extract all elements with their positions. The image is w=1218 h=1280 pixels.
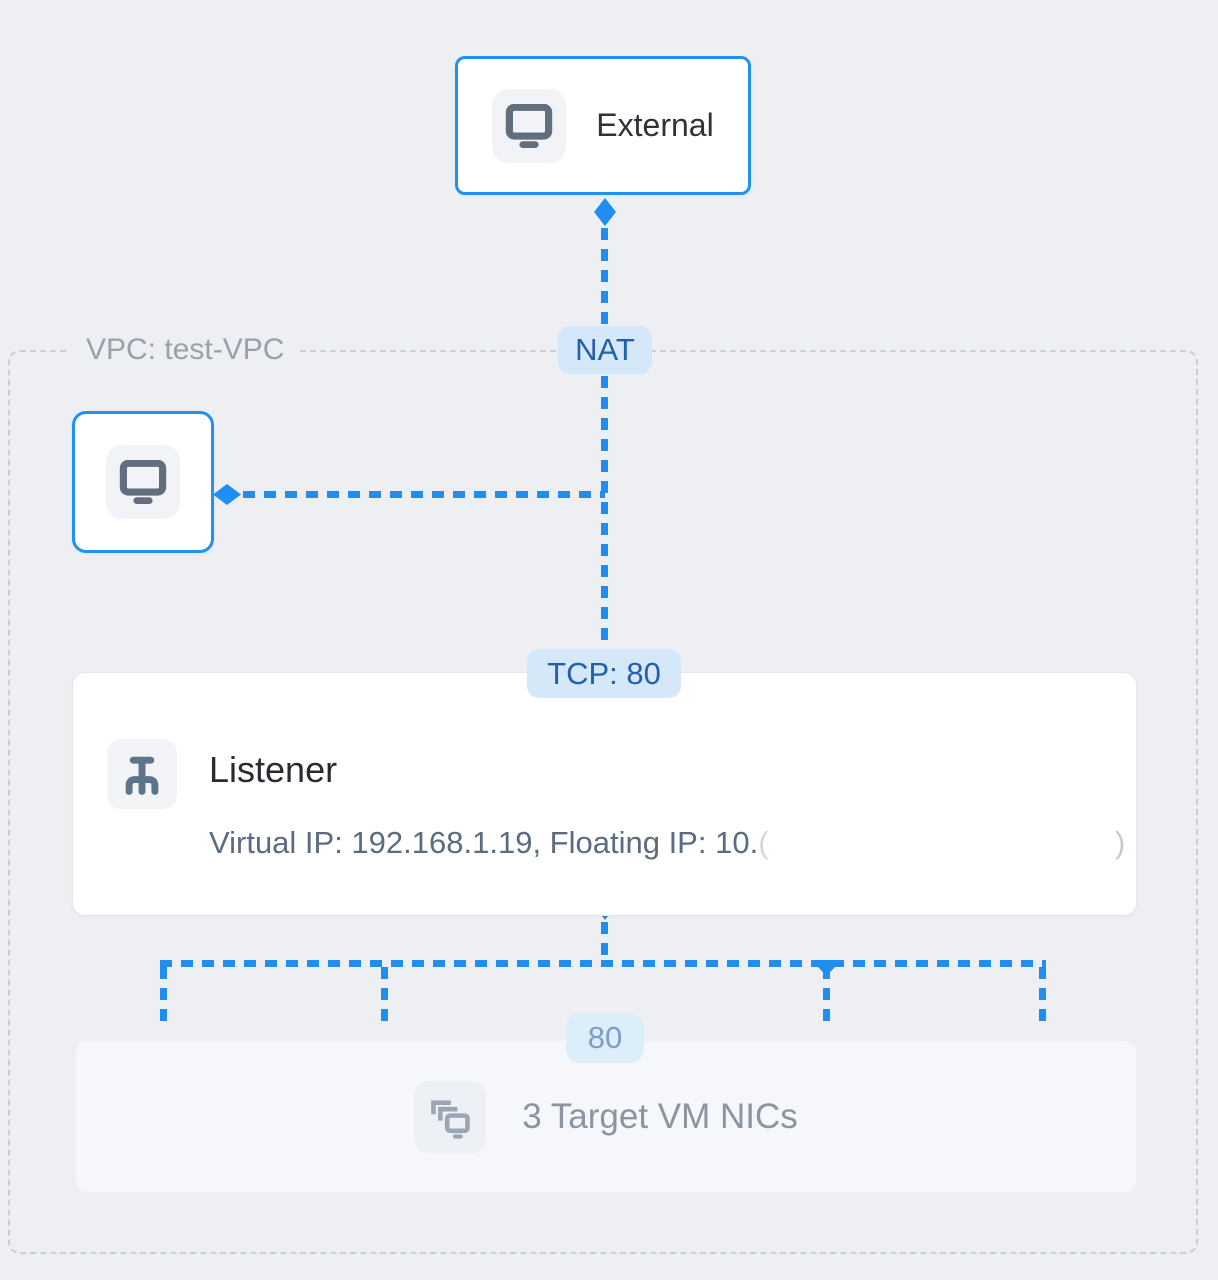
edge-external-to-nat <box>601 228 608 328</box>
listener-paren-close: ) <box>1115 825 1126 860</box>
edge-branch-drop-1 <box>160 967 167 1022</box>
client-vm-node[interactable] <box>72 411 214 553</box>
external-node-label: External <box>596 107 714 143</box>
listener-title: Listener <box>209 749 338 790</box>
stacked-vm-nics-icon <box>431 1099 470 1139</box>
edge-branch-drop-2 <box>381 967 388 1022</box>
listener-icon-container <box>107 739 177 809</box>
arrow-left-to-client-icon <box>213 484 241 505</box>
listener-node[interactable]: Listener Virtual IP: 192.168.1.19, Float… <box>72 672 1137 916</box>
edge-branch-drop-3 <box>823 967 830 1022</box>
nat-edge-badge: NAT <box>558 326 652 374</box>
listener-paren-open: ( <box>758 825 769 860</box>
edge-branch-horizontal <box>160 960 1046 967</box>
edge-branch-drop-4 <box>1039 967 1046 1022</box>
monitor-icon <box>506 103 553 148</box>
target-vm-nics-node[interactable]: 3 Target VM NICs <box>75 1040 1137 1193</box>
branch-tee-junction <box>812 960 842 967</box>
tcp-port-edge-badge: TCP: 80 <box>527 649 681 698</box>
edge-listener-stem <box>601 922 608 964</box>
external-icon-container <box>492 88 567 163</box>
backend-port-badge: 80 <box>566 1013 644 1063</box>
edge-nat-to-client <box>243 491 605 498</box>
load-balancer-icon <box>125 756 159 795</box>
listener-ip-details: Virtual IP: 192.168.1.19, Floating IP: 1… <box>209 825 769 861</box>
edge-nat-to-listener <box>601 376 608 650</box>
target-vm-nics-label: 3 Target VM NICs <box>522 1096 798 1136</box>
monitor-icon <box>119 460 167 504</box>
listener-ip-text: Virtual IP: 192.168.1.19, Floating IP: 1… <box>209 825 759 860</box>
arrow-down-tee-icon <box>818 967 835 976</box>
targets-icon-container <box>414 1080 487 1153</box>
client-icon-container <box>106 445 180 519</box>
external-node[interactable]: External <box>455 56 751 195</box>
arrow-up-to-external-icon <box>594 198 616 226</box>
vpc-label: VPC: test-VPC <box>70 331 301 369</box>
